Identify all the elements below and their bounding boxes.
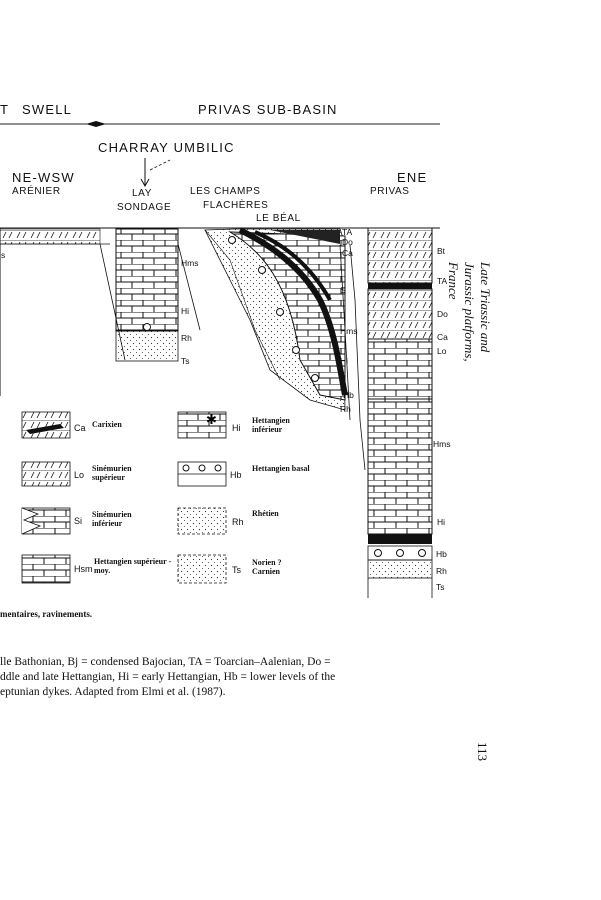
legend-text-si: Sinémurien inférieur [92,510,132,528]
location-les-champs: LES CHAMPS [190,186,261,197]
strip-label-fragment: s [1,250,6,260]
caption-line-3: eptunian dykes. Adapted from Elmi et al.… [0,686,226,698]
charray-umbilic-header: CHARRAY UMBILIC [98,140,235,155]
mid-label-s: S [340,285,346,295]
caption-line-2: ddle and late Hettangian, Hi = early Het… [0,671,336,683]
privas-label-hi: Hi [437,517,446,527]
mid-label-ta: TA [342,227,353,237]
legend-code-si: Si [74,516,83,526]
legend-text-ca: Carixien [92,420,122,429]
page-number: 113 [475,742,490,762]
legend-code-rh: Rh [232,517,244,527]
legend-code-ts: Ts [232,565,241,575]
ne-wsw-direction: NE-WSW [12,170,75,185]
privas-label-bt: Bt [437,246,446,256]
privas-label-lo: Lo [437,346,447,356]
legend-text-ts: Norien ? Carnien [252,558,282,576]
ene-direction: ENE [397,170,428,185]
legend-text-lo: Sinémurien supérieur [92,464,132,482]
svg-text:✱: ✱ [206,413,217,428]
location-lay: LAY [132,188,152,199]
legend-code-hsm: Hsm [74,564,93,574]
location-privas: PRIVAS [370,186,410,197]
mid-label-ca: Ca [342,248,353,258]
lay-label-hms: Hms [181,258,199,268]
legend-code-ca: Ca [74,423,86,433]
lay-label-hi: Hi [181,306,190,316]
privas-sub-basin-header: PRIVAS SUB-BASIN [198,102,338,117]
privas-label-hb: Hb [436,549,447,559]
legend-text-hsm: Hettangien supérieur - moy. [94,557,172,575]
mid-label-hi: Hi [340,356,349,366]
mid-label-do: Do [342,237,353,247]
location-le-beal: LE BÉAL [256,213,301,224]
privas-label-ts: Ts [436,582,445,592]
lay-label-rh: Rh [181,333,192,343]
legend-code-lo: Lo [74,470,85,480]
lay-label-ts: Ts [181,356,190,366]
privas-label-hms: Hms [433,439,451,449]
header-fragment: T [0,102,10,117]
legend-code-hb: Hb [230,470,242,480]
legend-text-hb: Hettangien basal [252,464,310,473]
legend-text-rh: Rhétien [252,509,279,518]
privas-label-ca: Ca [437,332,448,342]
running-head: Late Triassic and Jurassic platforms, Fr… [446,262,493,362]
caption-line-1: lle Bathonian, Bj = condensed Bajocian, … [0,656,331,668]
figure-footnote: mentaires, ravinements. [0,609,93,619]
location-sondage: SONDAGE [117,202,172,213]
privas-label-ta: TA [437,276,448,286]
privas-label-rh: Rh [436,566,447,576]
legend-code-hi: Hi [232,423,241,433]
mid-label-rh: Rh [340,404,351,414]
location-arenier: ARÉNIER [12,186,61,197]
legend-text-hi: Hettangien inférieur [252,416,290,434]
mid-label-hb: Hb [343,390,354,400]
mid-label-hms: Hms [340,326,358,336]
legend-swatches: ✱ [21,411,227,584]
location-flacheres: FLACHÈRES [203,200,269,211]
swell-header: SWELL [22,102,73,117]
privas-label-do: Do [437,309,448,319]
